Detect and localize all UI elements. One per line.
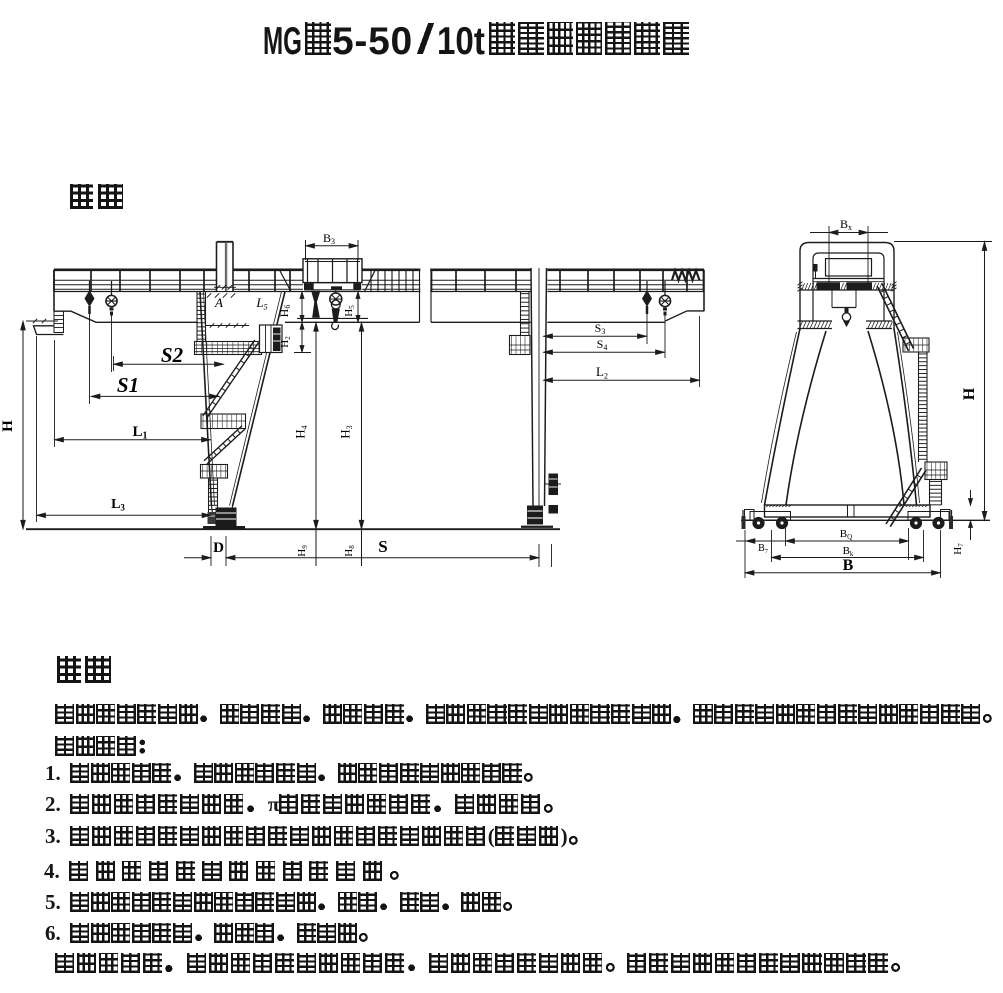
svg-text:B: B bbox=[843, 557, 854, 574]
svg-text:S: S bbox=[378, 537, 387, 556]
svg-text:H9: H9 bbox=[296, 545, 309, 557]
svg-text:S1: S1 bbox=[117, 373, 139, 397]
svg-text:A: A bbox=[214, 295, 223, 310]
svg-text:H4: H4 bbox=[293, 425, 309, 438]
svg-text:H7: H7 bbox=[952, 543, 965, 555]
svg-text:L3: L3 bbox=[111, 497, 125, 513]
svg-text:L2: L2 bbox=[596, 364, 608, 380]
svg-text:S4: S4 bbox=[597, 337, 608, 352]
svg-text:L1: L1 bbox=[132, 424, 147, 442]
svg-text:H5: H5 bbox=[343, 305, 356, 317]
svg-text:B7: B7 bbox=[758, 543, 768, 555]
svg-text:B3: B3 bbox=[323, 231, 335, 246]
svg-text:L5: L5 bbox=[255, 295, 267, 311]
svg-text:H6: H6 bbox=[277, 305, 292, 318]
svg-text:Bx: Bx bbox=[840, 217, 852, 232]
svg-text:H3: H3 bbox=[338, 425, 354, 438]
svg-text:H: H bbox=[961, 387, 978, 400]
svg-text:S2: S2 bbox=[161, 343, 184, 367]
svg-text:D: D bbox=[213, 540, 224, 556]
svg-text:BQ: BQ bbox=[840, 528, 852, 541]
svg-text:H2: H2 bbox=[279, 336, 292, 348]
svg-text:S3: S3 bbox=[595, 321, 606, 336]
svg-text:Bk: Bk bbox=[843, 545, 854, 558]
svg-text:H8: H8 bbox=[343, 545, 356, 557]
svg-text:H: H bbox=[0, 420, 16, 432]
